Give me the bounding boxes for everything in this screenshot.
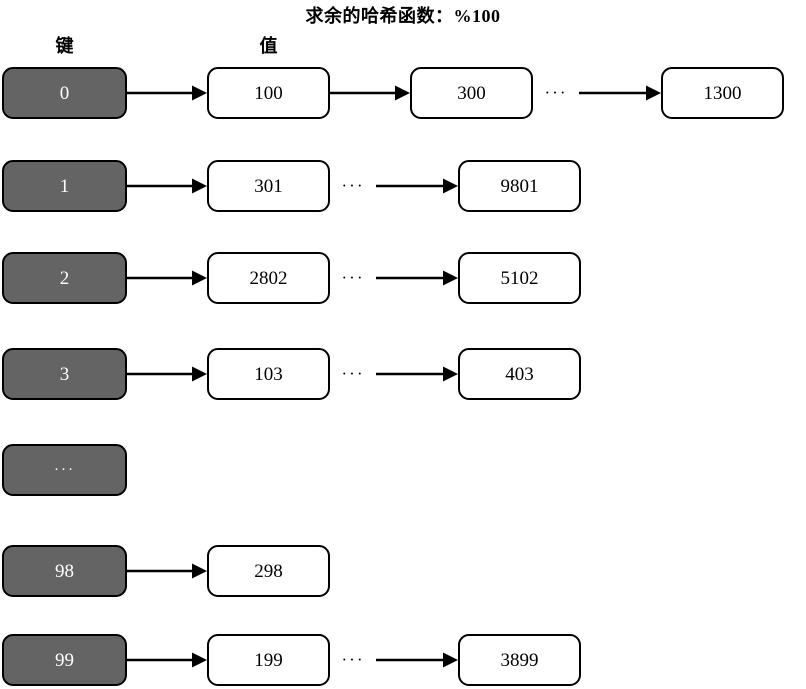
chain-arrow-icon (127, 348, 207, 400)
key-column-label: 键 (55, 36, 74, 56)
bucket-row: 99 199 ··· 3899 (0, 634, 806, 688)
bucket-row: 3 103 ··· 403 (0, 348, 806, 402)
value-box[interactable]: 403 (458, 348, 581, 400)
value-box[interactable]: 3899 (458, 634, 581, 686)
key-box[interactable]: 0 (2, 67, 127, 119)
value-box[interactable]: 9801 (458, 160, 581, 212)
chain-arrow-icon (127, 160, 207, 212)
bucket-row: 98 298 (0, 545, 806, 599)
value-box[interactable]: 5102 (458, 252, 581, 304)
value-box[interactable]: 298 (207, 545, 330, 597)
key-box-ellipsis[interactable]: ··· (2, 444, 127, 496)
bucket-row: 2 2802 ··· 5102 (0, 252, 806, 306)
chain-ellipsis: ··· (341, 176, 365, 195)
chain-arrow-icon (127, 545, 207, 597)
value-box[interactable]: 199 (207, 634, 330, 686)
diagram-title: 求余的哈希函数：%100 (305, 6, 501, 26)
chain-ellipsis: ··· (544, 83, 568, 102)
value-box[interactable]: 300 (410, 67, 533, 119)
key-box[interactable]: 3 (2, 348, 127, 400)
chain-ellipsis: ··· (341, 364, 365, 383)
value-box[interactable]: 103 (207, 348, 330, 400)
bucket-row: 1 301 ··· 9801 (0, 160, 806, 214)
chain-arrow-icon (579, 67, 661, 119)
chain-arrow-icon (127, 634, 207, 686)
value-box[interactable]: 2802 (207, 252, 330, 304)
chain-arrow-icon (376, 634, 458, 686)
key-box[interactable]: 98 (2, 545, 127, 597)
value-box[interactable]: 301 (207, 160, 330, 212)
value-box[interactable]: 1300 (661, 67, 784, 119)
chain-arrow-icon (127, 67, 207, 119)
key-box[interactable]: 99 (2, 634, 127, 686)
chain-ellipsis: ··· (341, 268, 365, 287)
key-box[interactable]: 1 (2, 160, 127, 212)
chain-arrow-icon (376, 348, 458, 400)
bucket-row: 0 100 300 ··· 1300 (0, 67, 806, 121)
key-box[interactable]: 2 (2, 252, 127, 304)
value-column-label: 值 (259, 36, 278, 56)
bucket-row: ··· (0, 444, 806, 498)
chain-arrow-icon (127, 252, 207, 304)
chain-arrow-icon (376, 252, 458, 304)
chain-ellipsis: ··· (341, 650, 365, 669)
value-box[interactable]: 100 (207, 67, 330, 119)
chain-arrow-icon (376, 160, 458, 212)
chain-arrow-icon (330, 67, 410, 119)
